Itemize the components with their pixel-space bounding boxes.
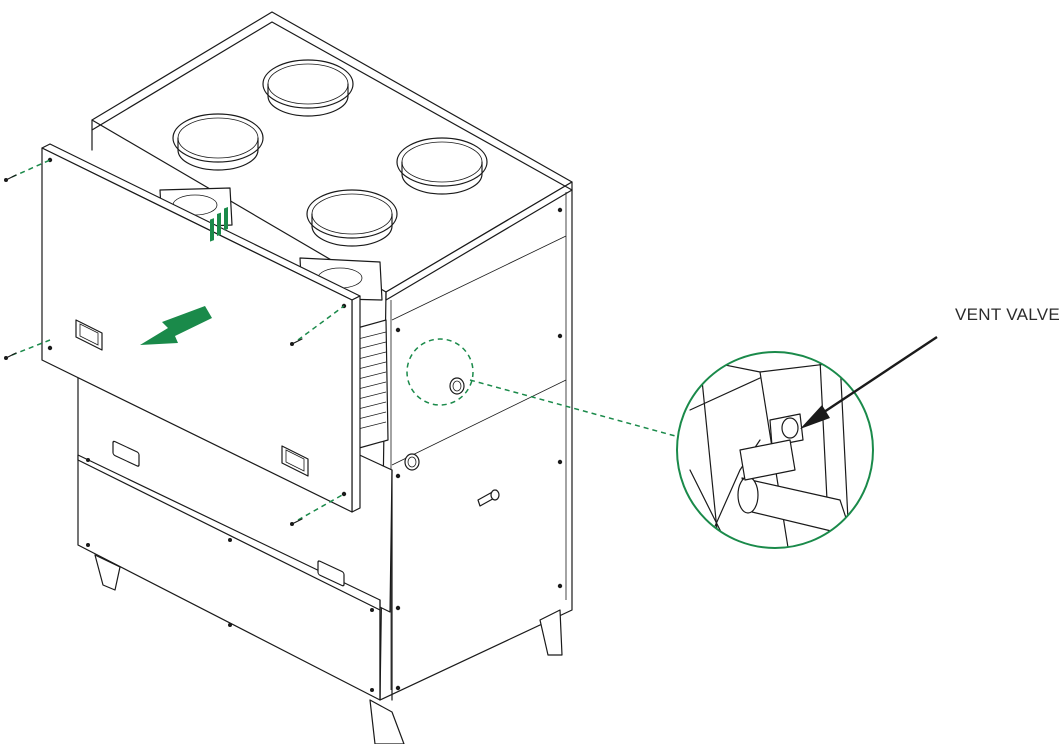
leg-front-left — [94, 554, 121, 591]
vent-valve-icon — [781, 417, 799, 439]
detail-zoom-circle — [676, 351, 874, 549]
vent-valve-fitting — [449, 377, 465, 395]
screw-icon — [290, 518, 303, 526]
drain-fitting — [404, 453, 420, 471]
side-screws — [395, 207, 563, 691]
leg-back-right — [539, 609, 563, 656]
handle-icon — [112, 440, 140, 467]
condensate-pipe — [477, 489, 500, 507]
detail-callout — [406, 336, 938, 549]
screw-icon — [290, 338, 303, 346]
removal-direction-arrow-icon — [140, 207, 228, 345]
duct-collar-front — [306, 189, 398, 247]
handle-icon — [317, 560, 345, 587]
vent-valve-label: VENT VALVE — [955, 305, 1059, 324]
handle-icon — [281, 445, 309, 477]
detail-zoom-view — [677, 352, 873, 548]
duct-collar-back — [262, 59, 354, 117]
handle-icon — [75, 319, 103, 351]
screw-icon — [4, 352, 17, 360]
duct-collar-right — [396, 137, 488, 195]
vent-valve-pointer-arrow-icon — [800, 336, 938, 429]
detail-source-circle — [406, 338, 474, 406]
screw-icon — [4, 174, 17, 182]
duct-collar-left — [172, 113, 264, 171]
cabinet — [77, 11, 573, 745]
detail-leader-line — [469, 379, 691, 441]
removed-front-panel — [41, 143, 361, 513]
leg-front-right — [369, 699, 405, 745]
screw-guides — [11, 159, 345, 521]
front-panel-face — [41, 147, 353, 513]
